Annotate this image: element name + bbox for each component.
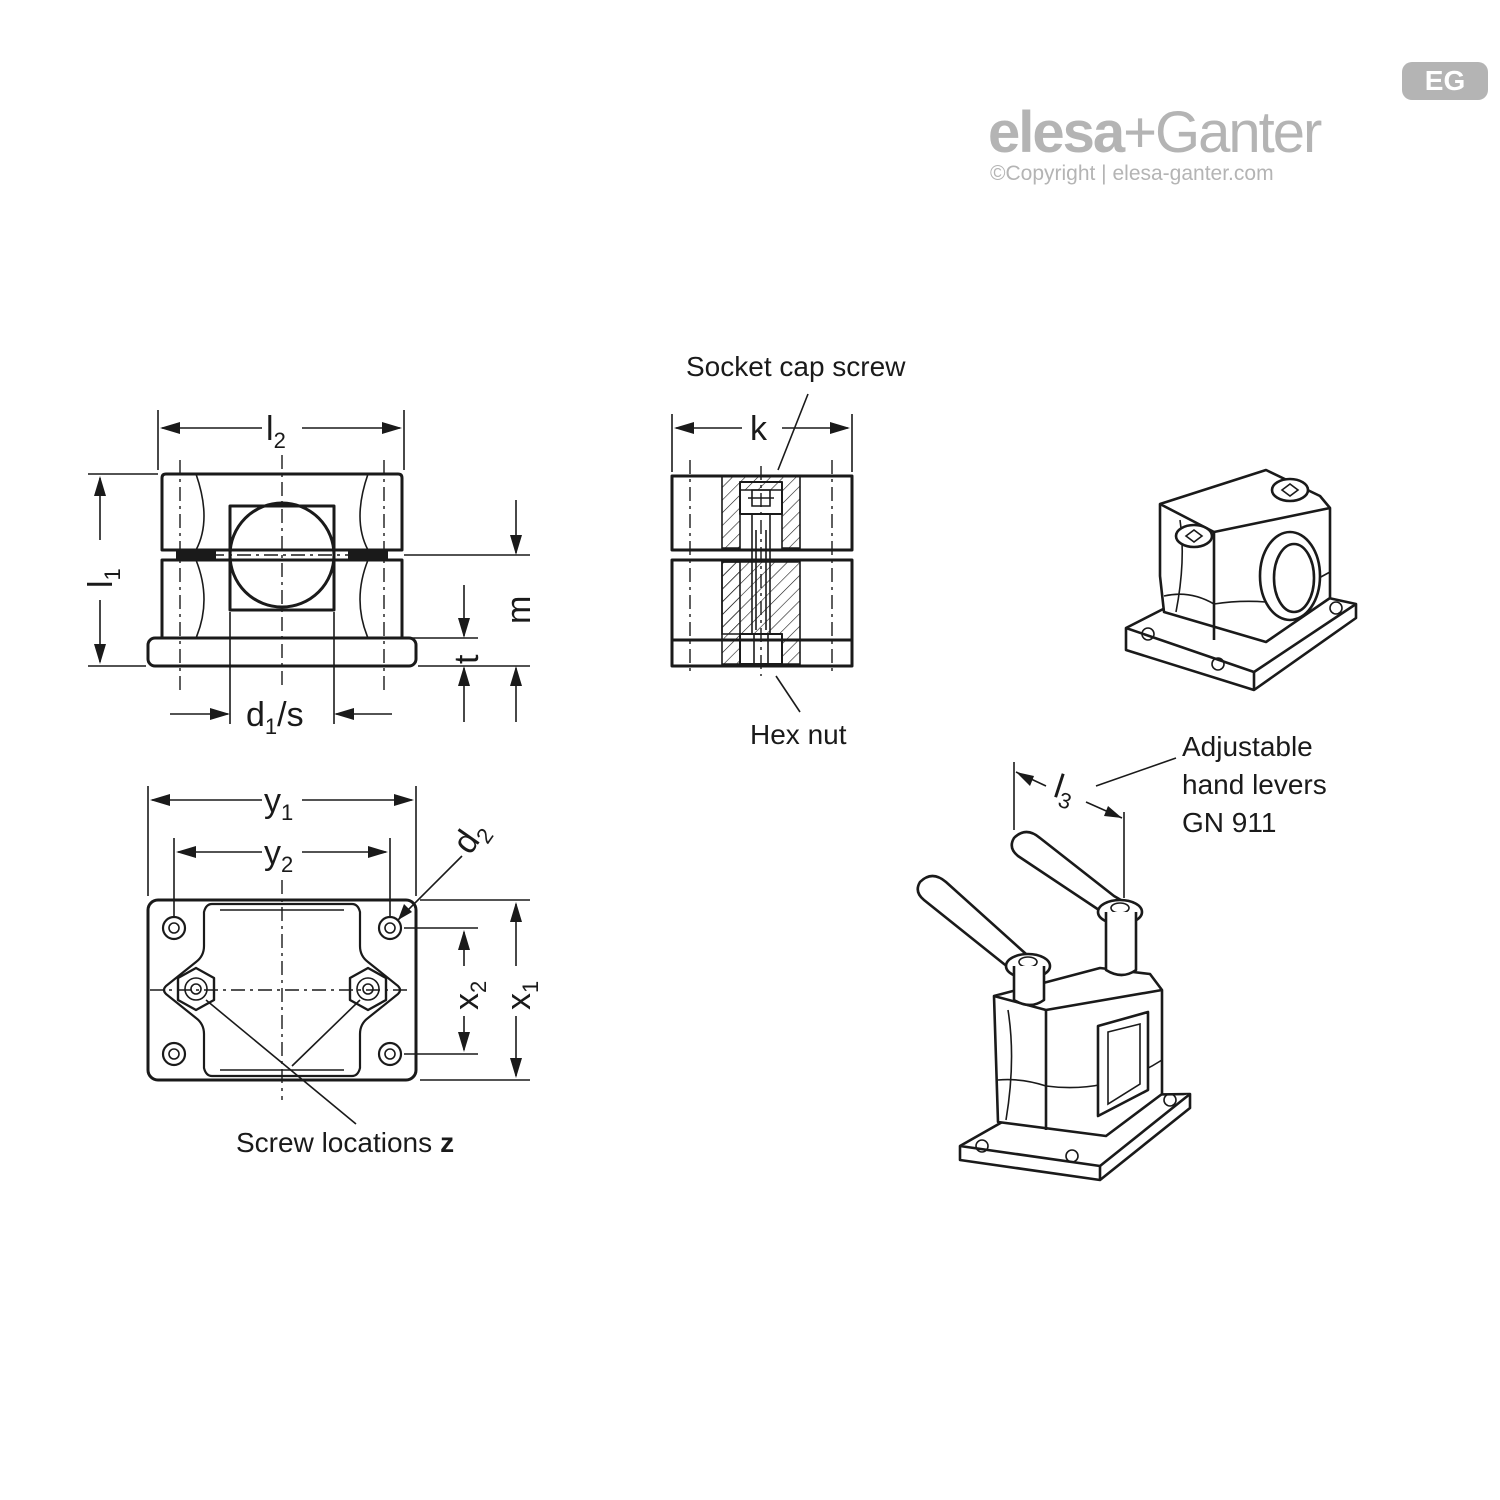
hex-nut-icon <box>176 966 216 1012</box>
dim-d2: d2 <box>445 813 498 863</box>
dim-l1: l1 <box>82 568 125 588</box>
socket-screw-icon <box>1174 523 1214 549</box>
mount-hole-icon <box>377 1041 403 1067</box>
socket-screw-icon <box>1270 477 1310 503</box>
brand-logo: EG elesa+Ganter ©Copyright | elesa-gante… <box>988 62 1488 185</box>
copyright-text: ©Copyright | elesa-ganter.com <box>990 162 1274 185</box>
iso-lever-view: l3 Adjustable hand levers GN 911 <box>916 731 1327 1182</box>
iso-clamp-view <box>1124 468 1358 692</box>
eg-badge-icon <box>1402 62 1488 100</box>
dim-l2: l2 <box>266 410 286 453</box>
dim-m: m <box>500 596 538 624</box>
label-levers-2: hand levers <box>1182 769 1327 800</box>
brand-plus: + <box>1123 100 1155 165</box>
dim-x2: x2 <box>448 981 491 1010</box>
front-view: l2 l1 m t d1/s <box>82 410 538 739</box>
dim-y1: y1 <box>264 782 293 825</box>
label-hex-nut: Hex nut <box>750 719 847 750</box>
svg-text:elesa+Ganter: elesa+Ganter <box>988 100 1322 165</box>
dim-l3: l3 <box>1048 767 1080 814</box>
hand-lever-icon <box>916 874 1052 1007</box>
label-levers-3: GN 911 <box>1182 807 1276 838</box>
mount-hole-icon <box>161 915 187 941</box>
label-levers-1: Adjustable <box>1182 731 1313 762</box>
brand-ganter: Ganter <box>1155 100 1322 165</box>
eg-badge-text: EG <box>1425 65 1465 96</box>
brand-elesa: elesa <box>988 100 1126 165</box>
section-view: k Socket cap screw Hex nut <box>670 351 906 750</box>
label-socket-cap-screw: Socket cap screw <box>686 351 906 382</box>
dim-x1: x1 <box>500 981 543 1010</box>
dim-t: t <box>448 654 486 664</box>
mount-hole-icon <box>161 1041 187 1067</box>
hex-nut-icon <box>348 966 388 1012</box>
dim-y2: y2 <box>264 834 293 877</box>
mount-hole-icon <box>377 915 403 941</box>
dim-k: k <box>750 410 768 448</box>
dim-d1s: d1/s <box>246 696 304 739</box>
hand-lever-icon <box>1010 830 1144 977</box>
